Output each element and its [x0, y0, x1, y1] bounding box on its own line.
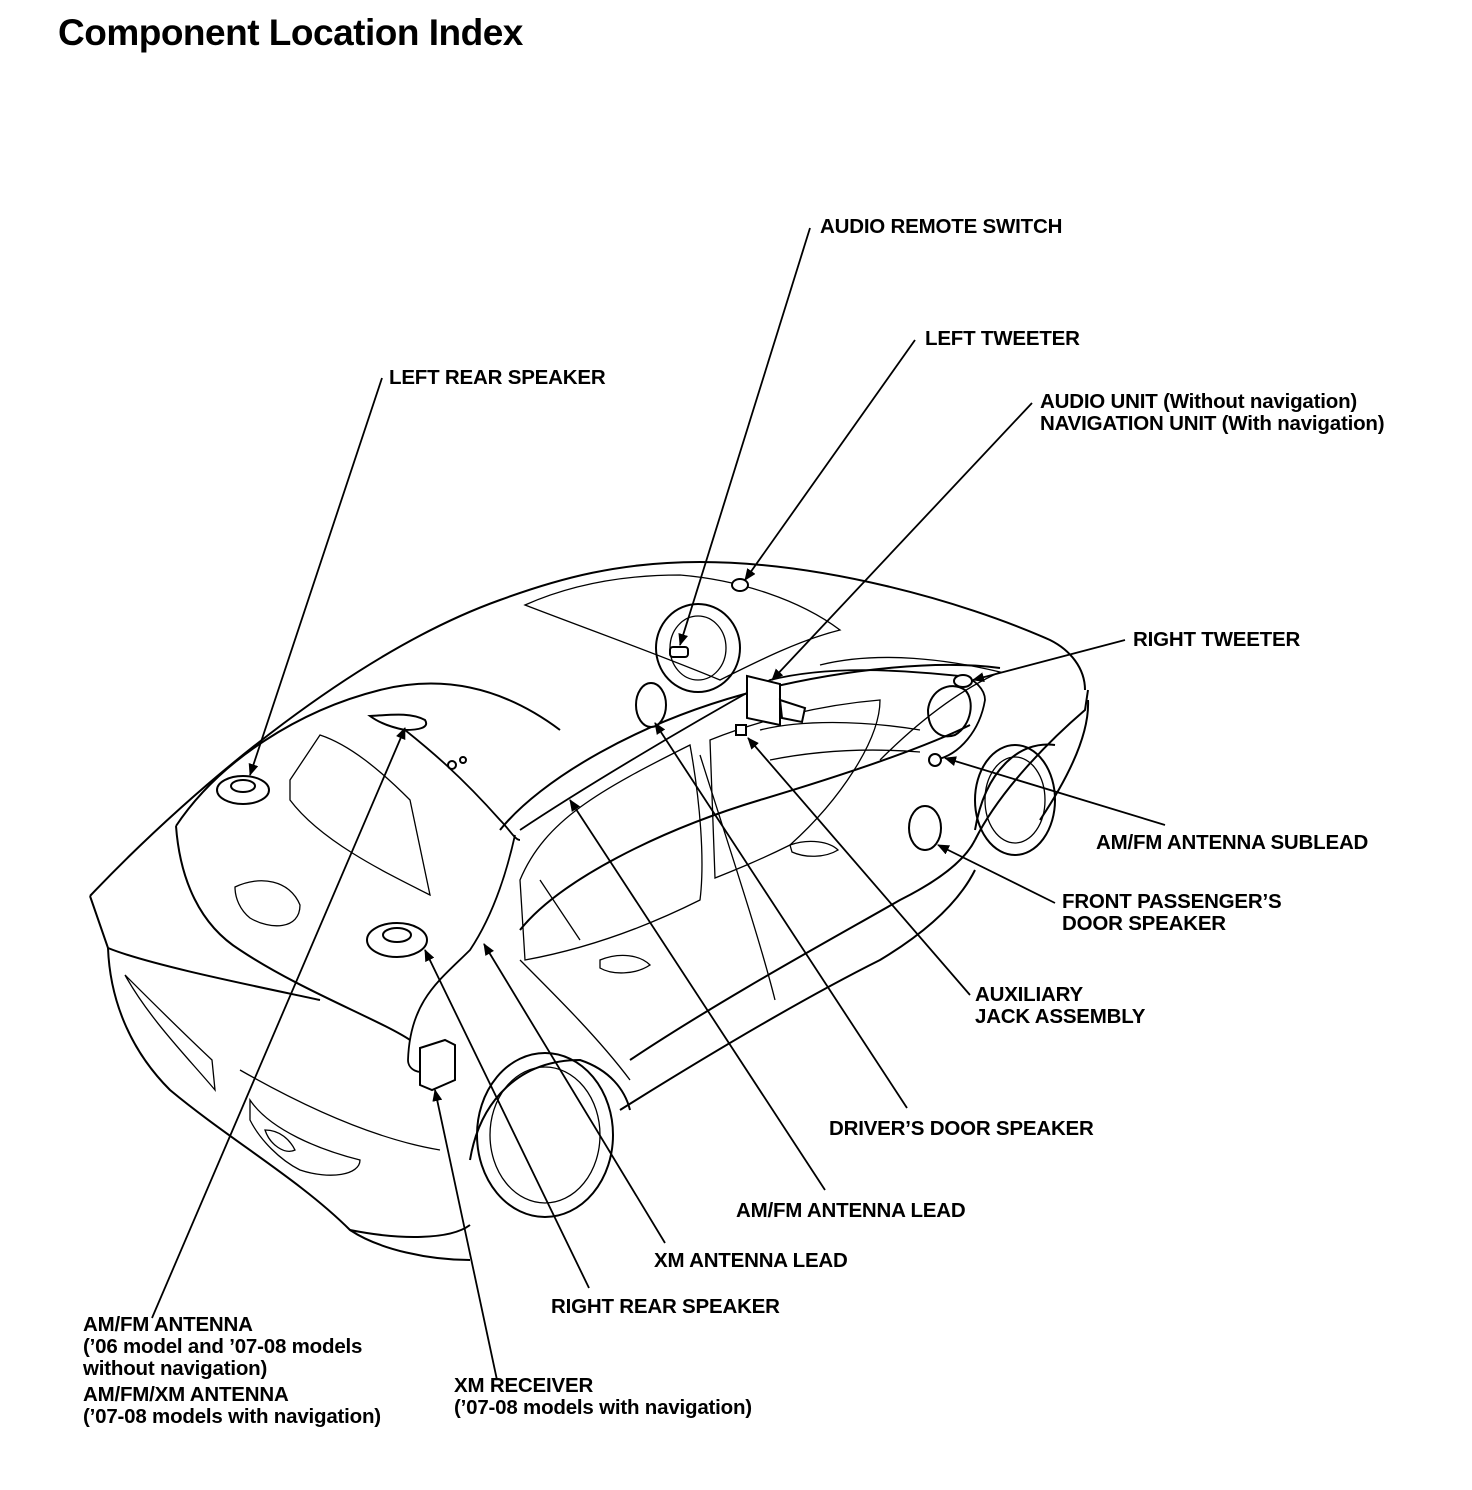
label-am-fm-antenna: AM/FM ANTENNA (’06 model and ’07-08 mode… [83, 1314, 362, 1380]
label-line: LEFT TWEETER [925, 327, 1080, 350]
left-tweeter-part [731, 578, 749, 592]
label-line: LEFT REAR SPEAKER [389, 366, 606, 389]
leader-xm-receiver [432, 1089, 498, 1381]
label-auxiliary-jack-assembly: AUXILIARY JACK ASSEMBLY [975, 984, 1145, 1028]
label-right-rear-speaker: RIGHT REAR SPEAKER [551, 1296, 780, 1318]
label-line: (’07-08 models with navigation) [454, 1396, 752, 1419]
antenna-lead-cable [404, 729, 521, 841]
leader-drivers-door-speaker [654, 722, 908, 1109]
audio-unit-part [746, 674, 781, 727]
label-right-tweeter: RIGHT TWEETER [1133, 629, 1300, 651]
leader-auxiliary-jack [747, 737, 971, 996]
label-line: RIGHT TWEETER [1133, 628, 1301, 651]
leader-lines [151, 227, 1166, 1381]
leader-front-passenger-door-speaker [937, 844, 1056, 904]
leader-am-fm-antenna-sublead [944, 756, 1166, 826]
label-line: XM RECEIVER [454, 1374, 594, 1397]
leader-left-rear-speaker [248, 377, 383, 776]
label-xm-antenna-lead: XM ANTENNA LEAD [654, 1250, 848, 1272]
label-audio-unit: AUDIO UNIT (Without navigation) NAVIGATI… [1040, 390, 1385, 435]
leader-right-rear-speaker [424, 949, 590, 1289]
leader-audio-remote-switch [678, 227, 811, 646]
label-drivers-door-speaker: DRIVER’S DOOR SPEAKER [829, 1118, 1094, 1140]
label-audio-remote-switch: AUDIO REMOTE SWITCH [820, 216, 1062, 238]
label-line: FRONT PASSENGER’S [1062, 890, 1282, 913]
label-line: (’06 model and ’07-08 models [83, 1335, 363, 1358]
label-left-tweeter: LEFT TWEETER [925, 328, 1080, 350]
front-passenger-door-speaker-part [908, 805, 942, 851]
label-line: AM/FM ANTENNA [83, 1313, 253, 1336]
label-line: DOOR SPEAKER [1062, 912, 1226, 935]
label-line: RIGHT REAR SPEAKER [551, 1295, 780, 1318]
components [216, 578, 986, 1092]
label-left-rear-speaker: LEFT REAR SPEAKER [389, 366, 606, 389]
label-line: AUDIO REMOTE SWITCH [820, 215, 1063, 238]
label-line: AM/FM ANTENNA SUBLEAD [1096, 831, 1369, 854]
auxiliary-jack-part [735, 724, 747, 736]
car-body-outline [89, 560, 1090, 1261]
leader-xm-antenna-lead [483, 943, 666, 1244]
right-tweeter-part [953, 674, 973, 688]
label-line: XM ANTENNA LEAD [654, 1249, 848, 1272]
xm-receiver-part [419, 1038, 456, 1092]
label-line: (’07-08 models with navigation) [83, 1405, 381, 1428]
label-line: AUDIO UNIT (Without navigation) [1040, 390, 1358, 413]
page-title: Component Location Index [58, 12, 523, 53]
label-am-fm-xm-antenna: AM/FM/XM ANTENNA (’07-08 models with nav… [83, 1384, 381, 1428]
label-front-passenger-door-speaker: FRONT PASSENGER’S DOOR SPEAKER [1062, 890, 1282, 935]
audio-remote-switch-part [669, 646, 689, 658]
leader-left-tweeter [744, 339, 916, 581]
xm-antenna-lead-cable [407, 834, 516, 1073]
label-am-fm-antenna-sublead: AM/FM ANTENNA SUBLEAD [1096, 832, 1368, 854]
roof-antenna-part [367, 713, 428, 732]
label-line: JACK ASSEMBLY [975, 1005, 1146, 1028]
am-fm-antenna-lead-cable [519, 669, 986, 831]
leader-am-fm-antenna [151, 727, 406, 1319]
leader-am-fm-antenna-lead [569, 799, 826, 1191]
leader-right-tweeter [972, 639, 1126, 683]
label-line: AM/FM ANTENNA LEAD [736, 1199, 966, 1222]
label-line: without navigation) [83, 1357, 268, 1380]
drivers-door-speaker-part [635, 682, 667, 728]
leader-audio-unit [771, 402, 1033, 681]
label-line: DRIVER’S DOOR SPEAKER [829, 1117, 1094, 1140]
label-line: AM/FM/XM ANTENNA [83, 1383, 289, 1406]
label-xm-receiver: XM RECEIVER (’07-08 models with navigati… [454, 1375, 752, 1419]
label-line: NAVIGATION UNIT (With navigation) [1040, 412, 1385, 435]
label-line: AUXILIARY [975, 983, 1083, 1006]
label-am-fm-antenna-lead: AM/FM ANTENNA LEAD [736, 1199, 966, 1222]
